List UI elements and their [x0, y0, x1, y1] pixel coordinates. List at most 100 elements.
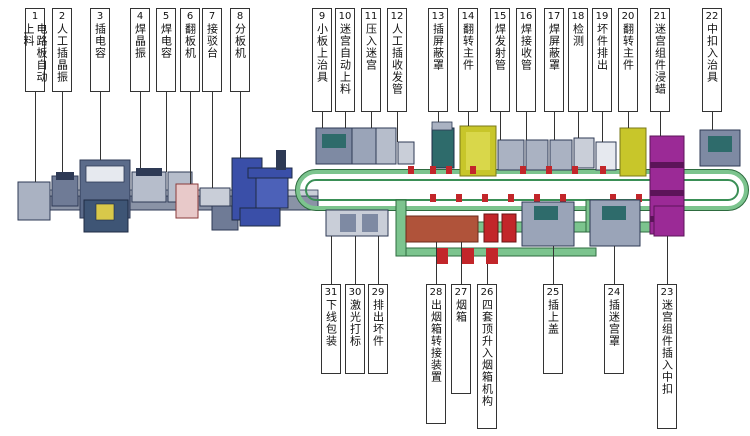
- leader-line: [371, 112, 372, 128]
- station-8-arm2: [255, 177, 289, 209]
- station-3-yellow: [95, 203, 115, 221]
- label-number: 9: [318, 11, 326, 22]
- label-text: 焊发射管: [493, 23, 507, 71]
- label-text: 中扣入治具: [705, 23, 719, 83]
- leader-line: [355, 236, 356, 284]
- leader-line: [578, 112, 579, 138]
- label-number: 4: [136, 11, 144, 22]
- station-26-lift: [436, 248, 448, 264]
- station-16-recv: [525, 139, 549, 171]
- label-text: 人工插晶振: [55, 23, 69, 83]
- station-17-solder: [549, 139, 573, 171]
- top-stations: [315, 121, 741, 235]
- label-text: 坏件排出: [595, 23, 609, 71]
- station-26-lift2: [462, 248, 474, 264]
- leader-line: [166, 92, 167, 172]
- station-18-test: [573, 137, 595, 169]
- label-text: 小板上治具: [315, 23, 329, 83]
- label-text: 焊屏蔽罩: [547, 23, 561, 71]
- label-text: 迷宫自动上料: [338, 23, 352, 95]
- label-number: 5: [162, 11, 170, 22]
- label-text: 烟箱: [454, 299, 468, 323]
- leader-line: [331, 236, 332, 284]
- leader-line: [436, 242, 437, 284]
- label-text: 焊电容: [159, 23, 173, 59]
- leader-line: [378, 236, 379, 284]
- station-9-head: [322, 134, 346, 148]
- label-number: 28: [429, 287, 443, 298]
- lower-stations: [325, 199, 685, 264]
- label-text: 分板机: [233, 23, 247, 59]
- station-29-31-exit: [325, 209, 389, 237]
- station-24-head: [602, 206, 626, 220]
- station-2-head: [56, 172, 74, 180]
- left-base-frame: [17, 150, 319, 233]
- station-2-frame: [51, 175, 79, 207]
- label-number: 23: [660, 287, 674, 298]
- label-text: 翻转主件: [461, 23, 475, 71]
- label-text: 插上盖: [546, 299, 560, 335]
- label-number: 31: [324, 287, 338, 298]
- label-text: 压入迷宫: [364, 23, 378, 71]
- label-text: 迷宫组件插入中扣: [660, 299, 674, 395]
- label-number: 15: [493, 11, 507, 22]
- label-number: 25: [546, 287, 560, 298]
- leader-line: [526, 112, 527, 140]
- label-text: 插迷宫罩: [607, 299, 621, 347]
- label-number: 8: [236, 11, 244, 22]
- splitter-post: [276, 150, 286, 170]
- leader-line: [628, 112, 629, 128]
- leader-line: [100, 92, 101, 160]
- label-number: 19: [595, 11, 609, 22]
- leader-line: [667, 236, 668, 284]
- label-text: 接驳台: [205, 23, 219, 59]
- station-12-hand: [397, 141, 415, 165]
- station-4-top: [136, 168, 162, 176]
- label-number: 17: [547, 11, 561, 22]
- station-22-head: [708, 136, 732, 152]
- label-text: 翻转主件: [621, 23, 635, 71]
- leader-line: [553, 246, 554, 284]
- station-26-lift3: [486, 248, 498, 264]
- label-text: 出烟箱转接装置: [429, 299, 443, 383]
- label-number: 13: [431, 11, 445, 22]
- station-21-band1: [650, 162, 684, 168]
- leader-line: [602, 112, 603, 142]
- station-11-press: [375, 127, 397, 165]
- label-number: 30: [348, 287, 362, 298]
- label-text: 翻板机: [183, 23, 197, 59]
- label-number: 24: [607, 287, 621, 298]
- leader-line: [660, 112, 661, 136]
- label-text: 迷宫组件浸蜡: [653, 23, 667, 95]
- label-number: 21: [653, 11, 667, 22]
- leader-line: [500, 112, 501, 140]
- station-8-arm3: [239, 207, 281, 227]
- leader-line: [487, 264, 488, 284]
- leader-line: [140, 92, 141, 168]
- label-text: 排出坏件: [371, 299, 385, 347]
- station-21-band2: [650, 190, 684, 196]
- label-number: 11: [364, 11, 378, 22]
- label-number: 26: [480, 287, 494, 298]
